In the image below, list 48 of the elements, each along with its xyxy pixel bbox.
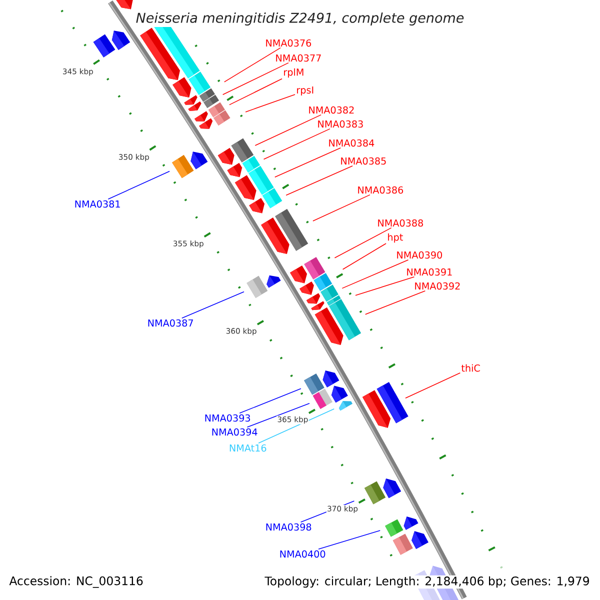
- gene-label: NMA0382: [309, 106, 354, 114]
- leader-line: [342, 243, 386, 270]
- footer-text: Accession: NC_003116: [8, 575, 144, 589]
- gene-label: hpt: [388, 233, 403, 243]
- gene-label: NMA0386: [358, 186, 404, 194]
- leader-line: [263, 128, 330, 160]
- gene-label: NMA0398: [266, 523, 312, 531]
- map-title: Neisseria meningitidis Z2491, complete genome: [134, 10, 466, 28]
- gene-label: NMA0387: [148, 319, 193, 327]
- leader-line: [312, 194, 370, 222]
- gene-label: NMA0381: [75, 200, 120, 208]
- gene-label: NMA0392: [415, 282, 460, 290]
- leader-line: [254, 114, 322, 146]
- leader-line: [258, 408, 335, 444]
- gene-block: [116, 0, 133, 10]
- gene-label: NMA0384: [329, 139, 374, 147]
- gene-label: NMAt16: [230, 444, 266, 452]
- leader-line: [239, 388, 302, 414]
- gene-label: rplM: [284, 68, 304, 78]
- gene-label: thiC: [461, 364, 480, 372]
- leader-line: [108, 170, 170, 200]
- gene-block: [338, 400, 352, 411]
- leader-line: [334, 227, 392, 258]
- gene-label: NMA0383: [318, 120, 363, 128]
- leader-line: [342, 259, 409, 289]
- gene-label: NMA0393: [205, 414, 250, 422]
- leader-line: [286, 165, 353, 196]
- leader-line: [182, 291, 244, 319]
- leader-line: [318, 530, 380, 550]
- gene-label: NMA0400: [280, 550, 326, 558]
- gene-label: NMA0376: [266, 39, 312, 47]
- gene-label: NMA0391: [407, 268, 452, 276]
- leader-line: [405, 372, 461, 399]
- leader-line: [355, 276, 415, 296]
- leader-line: [246, 402, 310, 428]
- gene-label: NMA0394: [212, 428, 258, 436]
- leader-line: [222, 62, 289, 96]
- gene-label: NMA0385: [341, 157, 386, 165]
- leader-line: [228, 78, 282, 106]
- gene-label: NMA0388: [378, 219, 423, 227]
- leader-line: [245, 94, 296, 112]
- footer-text: Topology: circular; Length: 2,184,406 bp; Genes: 1,979: [264, 575, 591, 589]
- leader-line: [224, 47, 281, 82]
- gene-label: NMA0377: [276, 54, 321, 62]
- leader-line: [274, 147, 342, 178]
- gene-label: rpsI: [297, 86, 314, 96]
- gene-label: NMA0390: [397, 251, 442, 259]
- leader-line: [364, 290, 426, 315]
